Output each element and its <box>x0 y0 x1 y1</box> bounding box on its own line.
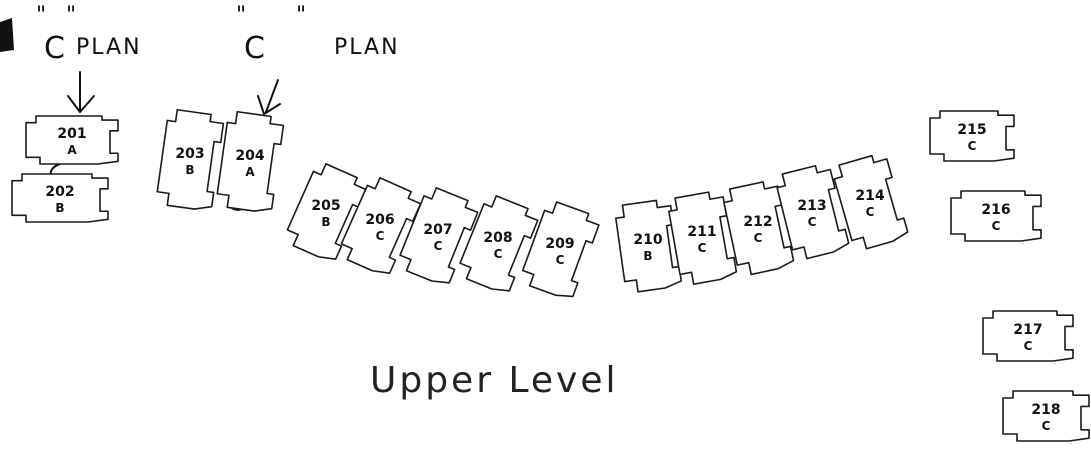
unit-outline <box>11 173 109 223</box>
unit-outline <box>950 190 1042 242</box>
level-title: Upper Level <box>370 360 618 401</box>
unit-number: 204 <box>235 148 264 164</box>
unit-outline <box>668 191 738 285</box>
annotation-2-letter: C <box>244 31 266 66</box>
annotation-2-quote-close: " <box>296 3 308 28</box>
unit-plan-letter: C <box>866 205 875 219</box>
unit-number: 205 <box>311 198 340 214</box>
unit-outline <box>459 195 539 292</box>
unit-number: 215 <box>957 122 986 138</box>
unit-plan-letter: C <box>698 241 707 255</box>
unit-number: 201 <box>57 126 86 142</box>
annotation-1-word: PLAN <box>76 35 142 60</box>
unit-number: 207 <box>423 222 452 238</box>
unit-plan-letter: C <box>376 229 385 243</box>
unit-outline <box>776 164 850 260</box>
unit-number: 202 <box>45 184 74 200</box>
unit-outline <box>929 110 1015 162</box>
unit-plan-letter: C <box>1042 419 1051 433</box>
unit-number: 214 <box>855 188 884 204</box>
unit-outline <box>399 187 479 284</box>
unit-plan-letter: B <box>185 163 194 177</box>
unit-number: 209 <box>545 236 574 252</box>
annotation-1-quote-close: " <box>66 3 78 28</box>
unit-plan-letter: B <box>643 249 652 263</box>
unit-plan-letter: C <box>494 247 503 261</box>
unit-outline <box>521 201 600 298</box>
unit-number: 210 <box>633 232 662 248</box>
unit-outline <box>340 177 422 274</box>
unit-outline <box>982 310 1074 362</box>
unit-number: 213 <box>797 198 826 214</box>
annotation-2-word: PLAN <box>334 35 400 60</box>
unit-number: 212 <box>743 214 772 230</box>
unit-outline <box>723 181 795 276</box>
annotation-2-arrow-icon <box>257 79 281 115</box>
annotation-1: " C " PLAN <box>36 3 142 113</box>
annotation-1-letter: C <box>44 31 66 66</box>
unit-number: 218 <box>1031 402 1060 418</box>
unit-plan-letter: B <box>55 201 64 215</box>
unit-plan-letter: C <box>434 239 443 253</box>
unit-outline <box>1002 390 1090 442</box>
unit-plan-letter: A <box>67 143 77 157</box>
edge-mark <box>0 18 14 52</box>
unit-number: 206 <box>365 212 394 228</box>
unit-number: 216 <box>981 202 1010 218</box>
unit-plan-letter: C <box>1024 339 1033 353</box>
unit-number: 211 <box>687 224 716 240</box>
unit-plan-letter: B <box>321 215 330 229</box>
unit-plan-letter: C <box>968 139 977 153</box>
unit-number: 208 <box>483 230 512 246</box>
unit-plan-letter: A <box>245 165 255 179</box>
unit-plan-letter: C <box>754 231 763 245</box>
unit-outline <box>833 154 909 250</box>
unit-plan-letter: C <box>556 253 565 267</box>
unit-number: 203 <box>175 146 204 162</box>
unit-number: 217 <box>1013 322 1042 338</box>
unit-outline <box>615 199 682 293</box>
unit-plan-letter: C <box>992 219 1001 233</box>
unit-plan-letter: C <box>808 215 817 229</box>
annotation-2-quote-open: " <box>236 3 248 28</box>
unit-outline <box>216 110 285 212</box>
annotation-1-arrow-icon <box>67 71 95 113</box>
unit-outline <box>25 115 119 165</box>
annotation-1-quote-open: " <box>36 3 48 28</box>
annotation-2: " C " PLAN <box>236 3 400 115</box>
unit-outline <box>286 163 368 260</box>
unit-outline <box>156 108 225 210</box>
